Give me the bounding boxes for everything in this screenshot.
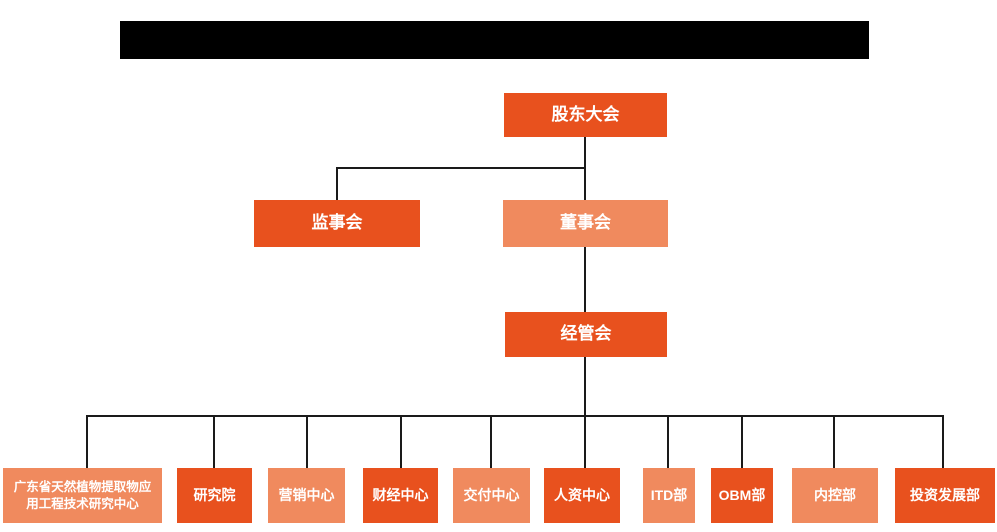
node-label: 交付中心: [463, 487, 520, 504]
connector-branch-departments: [86, 415, 944, 417]
node-label: 营销中心: [278, 487, 335, 504]
node-label: 财经中心: [372, 487, 429, 504]
node-dept-research-institute: 研究院: [177, 468, 252, 523]
connector-dept-drop-9: [833, 415, 835, 468]
node-management-committee: 经管会: [505, 312, 667, 357]
node-label: 监事会: [311, 213, 363, 233]
node-label: 内控部: [814, 487, 856, 504]
node-label: 投资发展部: [910, 487, 980, 504]
node-dept-finance-center: 财经中心: [363, 468, 438, 523]
node-shareholders-meeting: 股东大会: [504, 93, 667, 137]
node-label: 董事会: [560, 213, 611, 233]
redacted-title-bar: [120, 21, 869, 59]
node-label: OBM部: [718, 487, 766, 504]
connector-dept-drop-5: [490, 415, 492, 468]
connector-dept-drop-1: [86, 415, 88, 468]
connector-supervisory-drop: [336, 167, 338, 200]
node-dept-research-center: 广东省天然植物提取物应用工程技术研究中心: [3, 468, 162, 523]
node-dept-delivery-center: 交付中心: [453, 468, 530, 523]
node-label: 研究院: [193, 487, 236, 504]
node-dept-obm: OBM部: [711, 468, 773, 523]
connector-dept-drop-8: [741, 415, 743, 468]
node-board-of-directors: 董事会: [503, 200, 668, 247]
connector-dept-drop-2: [213, 415, 215, 468]
connector-dept-drop-10: [942, 415, 944, 468]
connector-board-management: [584, 247, 586, 312]
connector-dept-drop-7: [667, 415, 669, 468]
node-label: 广东省天然植物提取物应用工程技术研究中心: [13, 480, 152, 511]
node-supervisory-board: 监事会: [254, 200, 420, 247]
connector-dept-drop-4: [400, 415, 402, 468]
node-label: ITD部: [650, 487, 688, 504]
node-dept-marketing-center: 营销中心: [268, 468, 345, 523]
node-dept-investment-development: 投资发展部: [895, 468, 995, 523]
node-dept-hr-center: 人资中心: [544, 468, 620, 523]
node-label: 人资中心: [554, 487, 610, 504]
node-label: 股东大会: [551, 104, 620, 124]
connector-dept-drop-3: [306, 415, 308, 468]
connector-management-down: [584, 357, 586, 468]
node-label: 经管会: [560, 324, 612, 344]
node-dept-internal-control: 内控部: [792, 468, 878, 523]
node-dept-itd: ITD部: [643, 468, 695, 523]
connector-branch-level2: [336, 167, 586, 169]
